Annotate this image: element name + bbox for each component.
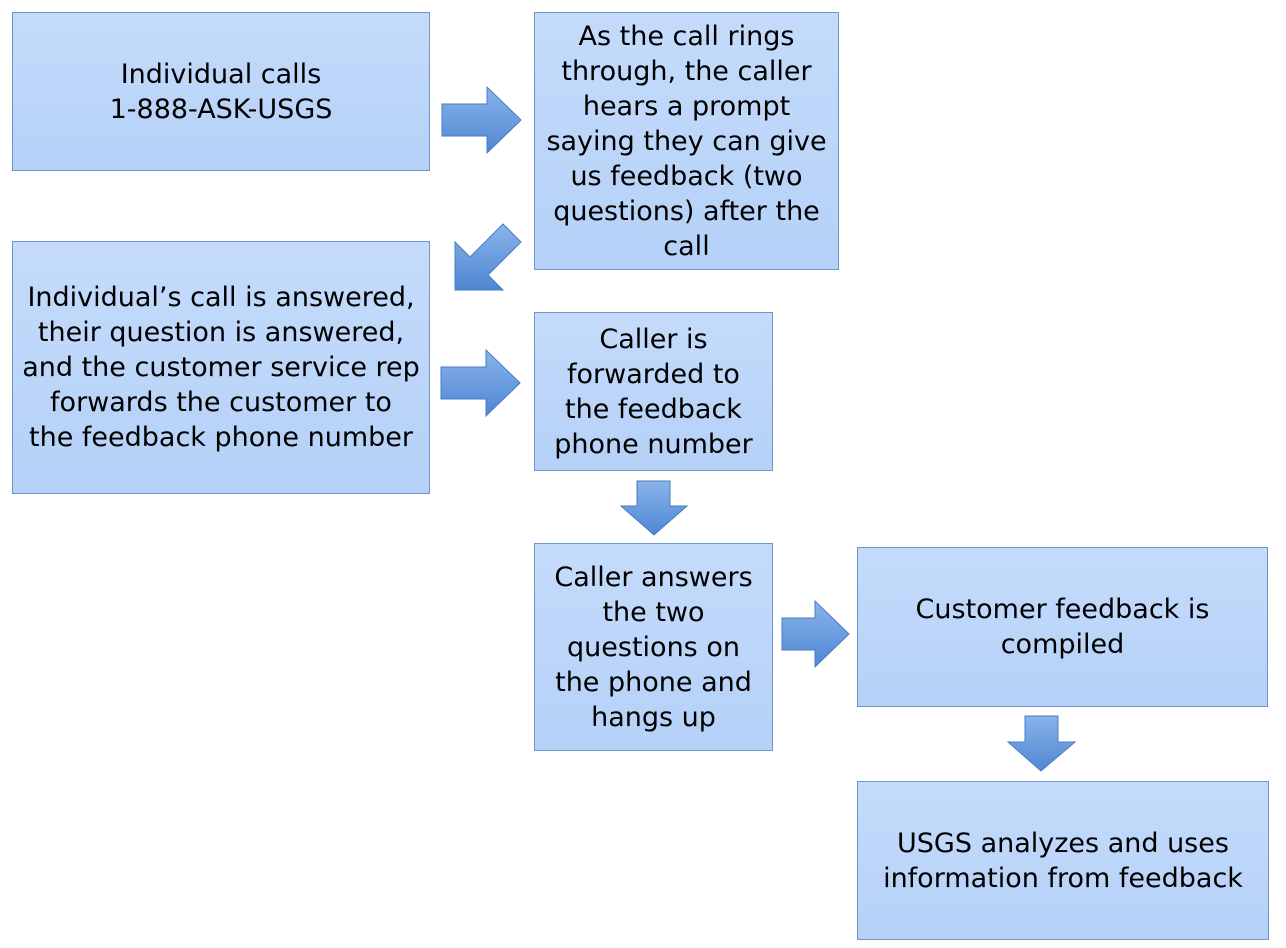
arrow-down-2 (1006, 715, 1077, 772)
arrow-down-1 (619, 480, 689, 536)
step-individual-calls: Individual calls 1-888-ASK-USGS (12, 12, 430, 171)
arrow-right-2 (440, 348, 521, 418)
arrow-right-1 (441, 85, 522, 155)
step-answers-questions: Caller answers the two questions on the … (534, 543, 773, 751)
step-forwarded: Caller is forwarded to the feedback phon… (534, 312, 773, 471)
step-feedback-compiled: Customer feedback is compiled (857, 547, 1268, 707)
step-usgs-analyzes: USGS analyzes and uses information from … (857, 781, 1269, 940)
step-prompt: As the call rings through, the caller he… (534, 12, 839, 270)
arrow-right-3 (781, 599, 850, 669)
arrow-diagonal (454, 223, 522, 291)
step-call-answered: Individual’s call is answered, their que… (12, 241, 430, 494)
